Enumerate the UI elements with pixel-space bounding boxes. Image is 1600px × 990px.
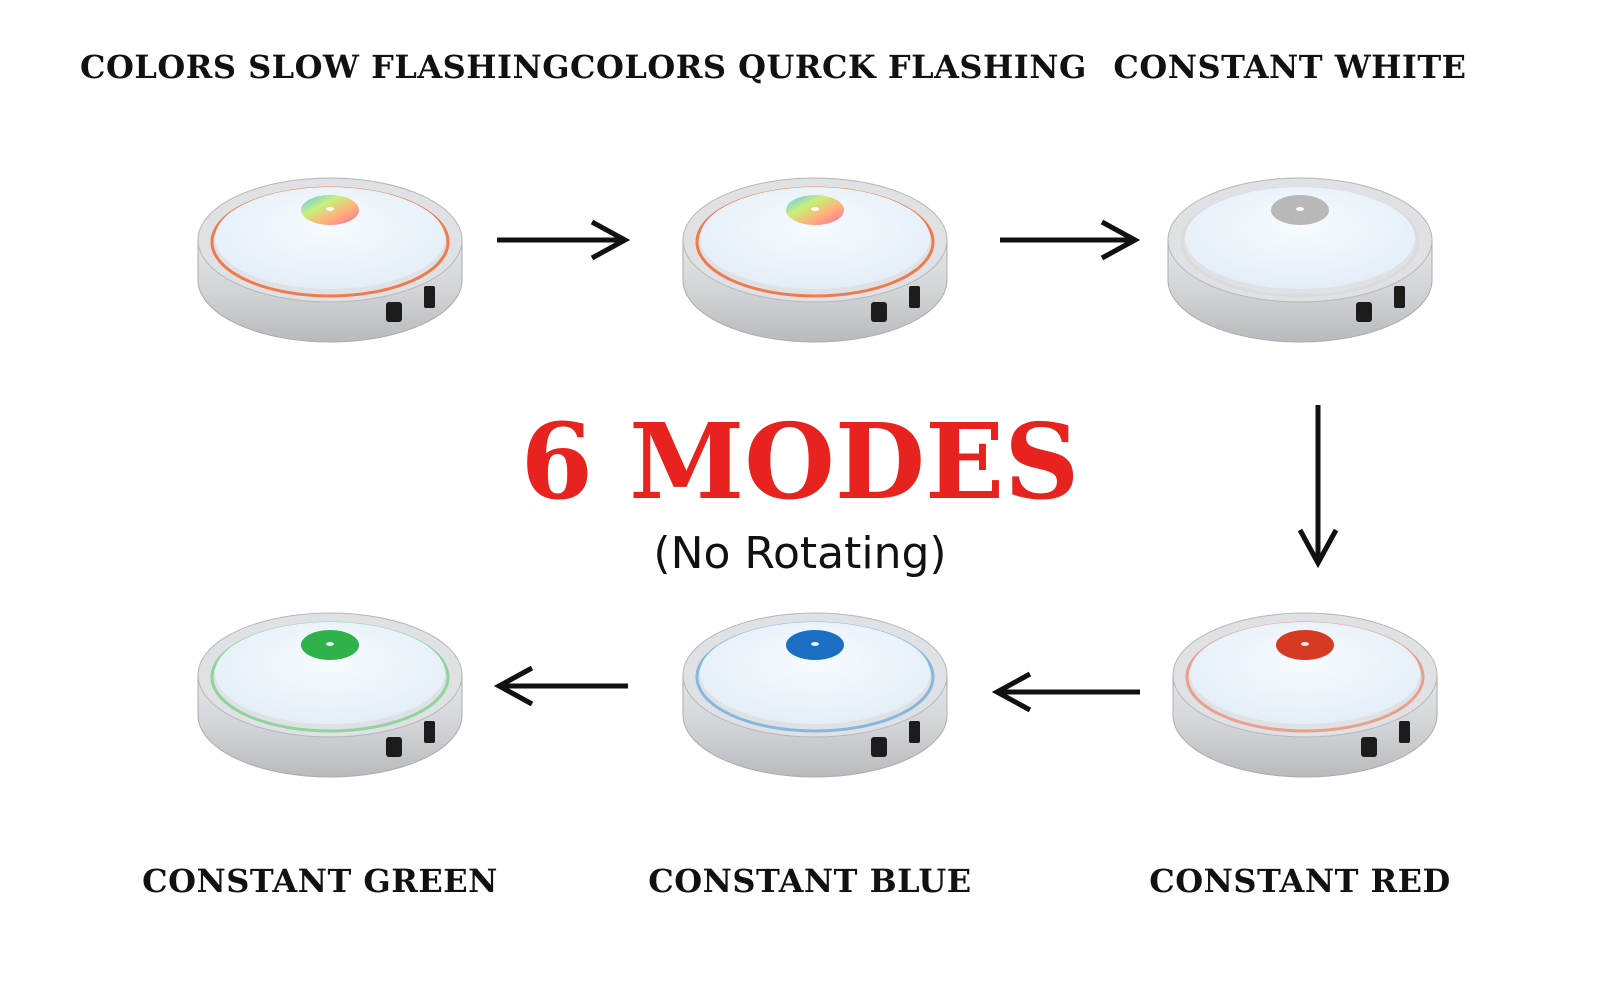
- power-port-icon: [1394, 286, 1405, 308]
- arrow-right-1: [497, 219, 631, 261]
- usb-port-icon: [871, 737, 887, 757]
- puck-constant-green: [197, 612, 463, 778]
- puck-quick-flashing: [682, 177, 948, 343]
- puck-light-glint: [1296, 207, 1304, 211]
- puck-light-glint: [326, 207, 334, 211]
- puck-light-glint: [1301, 642, 1309, 646]
- puck-top: [215, 622, 445, 724]
- usb-port-icon: [386, 302, 402, 322]
- puck-constant-blue: [682, 612, 948, 778]
- mode-label-slow-flashing: COLORS SLOW FLASHING: [80, 48, 571, 86]
- power-port-icon: [424, 286, 435, 308]
- puck-top: [700, 622, 930, 724]
- power-port-icon: [909, 721, 920, 743]
- puck-slow-flashing: [197, 177, 463, 343]
- usb-port-icon: [1356, 302, 1372, 322]
- usb-port-icon: [871, 302, 887, 322]
- arrow-right-2: [1000, 219, 1141, 261]
- puck-light-glint: [811, 642, 819, 646]
- mode-label-constant-green: CONSTANT GREEN: [142, 862, 498, 900]
- mode-label-constant-red: CONSTANT RED: [1149, 862, 1451, 900]
- puck-constant-white: [1167, 177, 1433, 343]
- power-port-icon: [1399, 721, 1410, 743]
- mode-label-constant-blue: CONSTANT BLUE: [648, 862, 972, 900]
- puck-top: [1185, 187, 1415, 289]
- puck-light-glint: [326, 642, 334, 646]
- arrow-left-1: [991, 671, 1140, 713]
- mode-label-quick-flashing: COLORS QURCK FLASHING: [570, 48, 1087, 86]
- arrow-left-2: [493, 665, 628, 707]
- subheadline: (No Rotating): [653, 528, 947, 579]
- power-port-icon: [424, 721, 435, 743]
- usb-port-icon: [386, 737, 402, 757]
- arrow-down: [1297, 405, 1339, 569]
- power-port-icon: [909, 286, 920, 308]
- mode-label-constant-white: CONSTANT WHITE: [1113, 48, 1467, 86]
- puck-constant-red: [1172, 612, 1438, 778]
- puck-top: [700, 187, 930, 289]
- puck-top: [1190, 622, 1420, 724]
- usb-port-icon: [1361, 737, 1377, 757]
- puck-light-glint: [811, 207, 819, 211]
- puck-top: [215, 187, 445, 289]
- headline: 6 MODES: [520, 400, 1080, 523]
